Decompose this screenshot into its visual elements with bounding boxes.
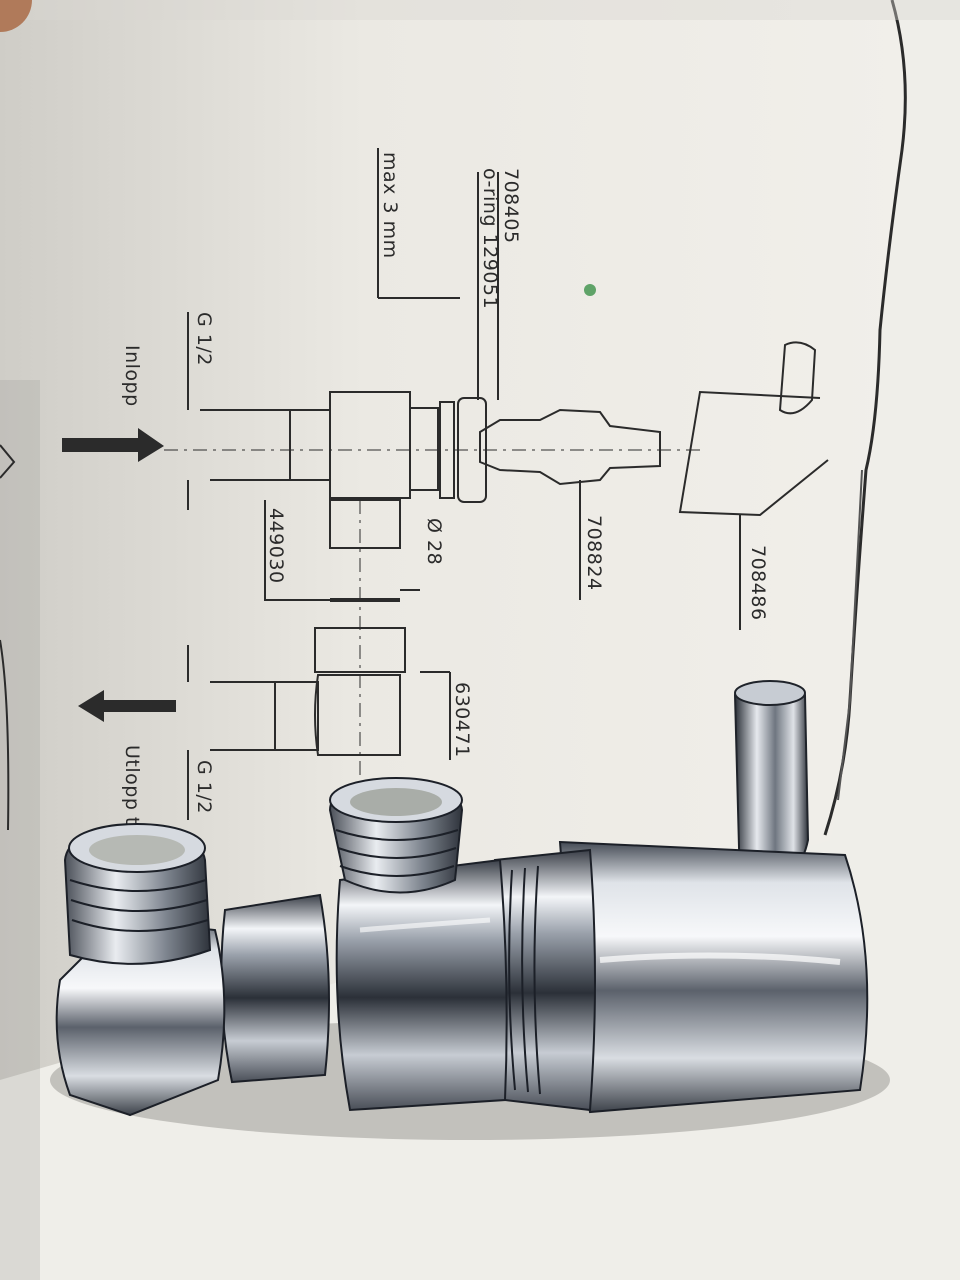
diagram-labels: 708486 708824 708405 o-ring 129051 max 3… bbox=[121, 152, 769, 842]
outlet-thread bbox=[274, 681, 319, 751]
green-mark bbox=[584, 284, 596, 296]
corner-object bbox=[0, 0, 32, 32]
handle-lever-top bbox=[734, 680, 806, 706]
left-shadow bbox=[0, 380, 40, 1280]
shadow-band bbox=[0, 0, 960, 20]
valve-neck bbox=[409, 407, 439, 491]
body-highlight bbox=[359, 917, 491, 933]
collar-threads bbox=[508, 865, 541, 1095]
cap-highlight bbox=[599, 952, 841, 965]
sheet-symbol bbox=[0, 444, 16, 479]
top-thread-bore bbox=[350, 788, 442, 816]
label-708405: 708405 bbox=[500, 168, 522, 244]
label-449030: 449030 bbox=[265, 508, 287, 584]
label-630471: 630471 bbox=[451, 682, 473, 758]
sheet-border-inner bbox=[837, 469, 863, 801]
technical-drawing bbox=[0, 148, 829, 831]
label-inlet-thread: G 1/2 bbox=[193, 312, 215, 366]
label-dia28: Ø 28 bbox=[423, 518, 445, 565]
flow-arrows bbox=[62, 428, 176, 722]
label-outlet: Utlopp till bbox=[121, 745, 143, 842]
label-oring: o-ring 129051 bbox=[479, 168, 501, 309]
label-708824: 708824 bbox=[583, 515, 605, 591]
valve-side-port bbox=[329, 499, 401, 549]
instruction-sheet bbox=[0, 0, 909, 1080]
leader-449030 bbox=[264, 500, 330, 601]
label-708486: 708486 bbox=[747, 545, 769, 621]
top-thread-lines bbox=[335, 829, 459, 877]
valve-inlet-thread bbox=[289, 409, 331, 481]
handle-outline bbox=[678, 390, 829, 517]
valve-cap bbox=[558, 840, 869, 1114]
elbow-outline bbox=[314, 674, 401, 756]
hex-nut bbox=[220, 893, 330, 1084]
elbow-thread-bore bbox=[89, 835, 185, 865]
valve-body bbox=[335, 858, 508, 1112]
label-max: max 3 mm bbox=[379, 152, 401, 259]
elbow-fitting bbox=[55, 918, 226, 1117]
label-outlet-thread: G 1/2 bbox=[193, 760, 215, 814]
handle-lever bbox=[778, 341, 817, 415]
elbow-thread-lines bbox=[69, 879, 209, 932]
outlet-arrow bbox=[78, 690, 176, 722]
inlet-arrow bbox=[62, 428, 164, 462]
label-inlet: Inlopp bbox=[121, 345, 143, 407]
chrome-valve bbox=[50, 680, 890, 1140]
nut-outline bbox=[314, 627, 406, 673]
sheet-curve-left bbox=[0, 639, 10, 831]
cartridge-outline bbox=[479, 408, 661, 486]
